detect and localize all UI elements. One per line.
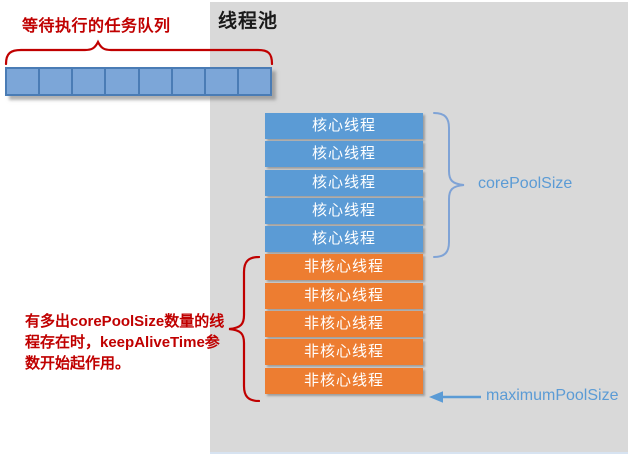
maximum-pool-size-arrow-icon	[429, 391, 481, 403]
keep-alive-note-line: 程存在时，keepAliveTime参	[25, 334, 220, 351]
thread-rows: 核心线程 核心线程 核心线程 核心线程 核心线程 非核心线程 非核心线程 非核心…	[265, 113, 423, 394]
queue-cell	[139, 67, 173, 96]
core-pool-size-label: corePoolSize	[478, 175, 573, 192]
queue-cell	[5, 67, 41, 96]
keep-alive-note-line: 有多出corePoolSize数量的线	[25, 313, 225, 330]
core-pool-size-brace-icon	[433, 112, 465, 258]
non-core-thread-row: 非核心线程	[265, 282, 423, 309]
queue-cell	[205, 67, 239, 96]
queue-cell	[238, 67, 272, 96]
thread-pool-title: 线程池	[218, 11, 279, 32]
core-thread-row: 核心线程	[265, 169, 423, 196]
queue-cell	[172, 67, 206, 96]
non-core-thread-row: 非核心线程	[265, 367, 423, 394]
queue-cell	[106, 67, 140, 96]
task-queue	[5, 67, 272, 96]
non-core-thread-row: 非核心线程	[265, 254, 423, 281]
task-queue-label: 等待执行的任务队列	[22, 18, 171, 35]
non-core-thread-row: 非核心线程	[265, 311, 423, 338]
queue-cell	[40, 67, 74, 96]
core-thread-row: 核心线程	[265, 113, 423, 139]
keep-alive-note: 有多出corePoolSize数量的线 程存在时，keepAliveTime参 …	[25, 311, 224, 374]
keep-alive-note-line: 数开始起作用。	[25, 355, 131, 372]
core-thread-row: 核心线程	[265, 141, 423, 168]
core-thread-row: 核心线程	[265, 226, 423, 253]
task-queue-brace-icon	[4, 39, 274, 65]
keep-alive-brace-icon	[228, 256, 260, 402]
core-thread-row: 核心线程	[265, 197, 423, 224]
queue-cell	[73, 67, 107, 96]
maximum-pool-size-label: maximumPoolSize	[486, 387, 619, 404]
non-core-thread-row: 非核心线程	[265, 339, 423, 366]
